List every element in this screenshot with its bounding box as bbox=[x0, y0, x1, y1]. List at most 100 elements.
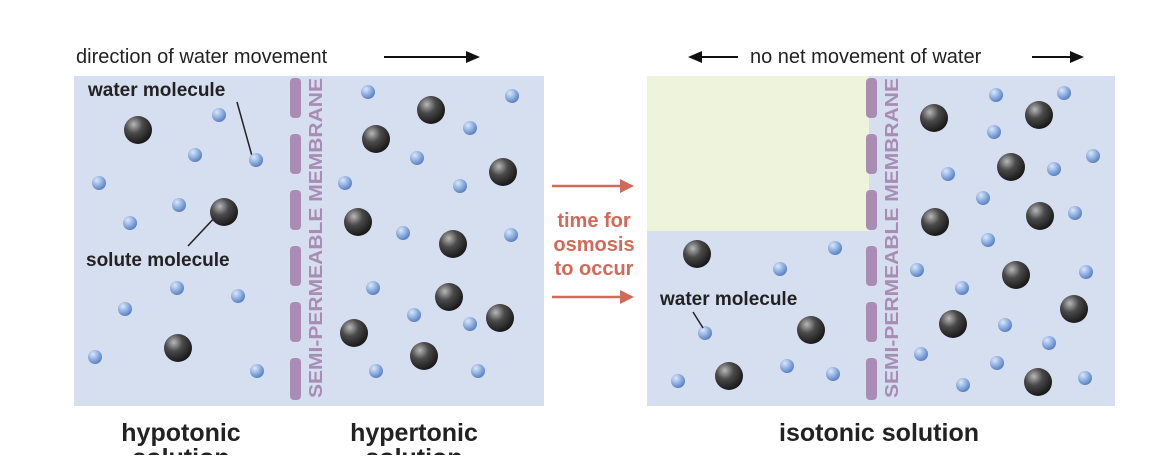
solute-molecule bbox=[164, 334, 192, 362]
hypotonic-label: hypotonic bbox=[121, 419, 241, 447]
right-water-pointer-line bbox=[692, 311, 704, 329]
water-molecule bbox=[92, 176, 106, 190]
osmosis-label-line1: time for bbox=[557, 210, 631, 232]
right-membrane: SEMI-PERMEABLE MEMBRANE bbox=[866, 78, 902, 400]
water-molecule bbox=[170, 281, 184, 295]
osmosis-label-line3: to occur bbox=[555, 258, 634, 280]
water-molecule bbox=[1086, 149, 1100, 163]
solute-molecule bbox=[124, 116, 152, 144]
water-molecule bbox=[463, 317, 477, 331]
water-molecule bbox=[976, 191, 990, 205]
water-molecule bbox=[407, 308, 421, 322]
water-molecule bbox=[1079, 265, 1093, 279]
water-molecule bbox=[453, 179, 467, 193]
water-molecule bbox=[249, 153, 263, 167]
right-water-label: water molecule bbox=[659, 289, 797, 310]
solute-molecule bbox=[1002, 261, 1030, 289]
left-arrow-icon bbox=[688, 51, 738, 63]
water-molecule bbox=[671, 374, 685, 388]
left-water-label: water molecule bbox=[87, 80, 225, 101]
solute-molecule bbox=[1060, 295, 1088, 323]
water-molecule bbox=[981, 233, 995, 247]
solute-molecule bbox=[489, 158, 517, 186]
water-pointer-line bbox=[236, 101, 253, 157]
water-molecule bbox=[505, 89, 519, 103]
water-molecule bbox=[123, 216, 137, 230]
water-molecule bbox=[172, 198, 186, 212]
water-molecule bbox=[1057, 86, 1071, 100]
water-molecule bbox=[366, 281, 380, 295]
water-molecule bbox=[212, 108, 226, 122]
water-molecule bbox=[463, 121, 477, 135]
water-molecule bbox=[188, 148, 202, 162]
water-molecule bbox=[910, 263, 924, 277]
solute-molecule bbox=[797, 316, 825, 344]
water-molecule bbox=[698, 326, 712, 340]
water-molecule bbox=[250, 364, 264, 378]
water-molecule bbox=[941, 167, 955, 181]
lower-red-arrow-icon bbox=[552, 290, 634, 304]
water-molecule bbox=[1047, 162, 1061, 176]
water-molecule bbox=[1068, 206, 1082, 220]
solute-molecule bbox=[340, 319, 368, 347]
crop-mask bbox=[60, 455, 580, 470]
hypertonic-molecules bbox=[338, 85, 519, 378]
solute-molecule bbox=[344, 208, 372, 236]
water-molecule bbox=[396, 226, 410, 240]
left-compartment-molecules bbox=[671, 240, 842, 390]
water-molecule bbox=[780, 359, 794, 373]
upper-red-arrow-icon bbox=[552, 179, 634, 193]
water-molecule bbox=[956, 378, 970, 392]
solute-molecule bbox=[683, 240, 711, 268]
water-molecule bbox=[118, 302, 132, 316]
osmosis-transition: time for osmosis to occur bbox=[552, 179, 635, 304]
right-membrane-label: SEMI-PERMEABLE MEMBRANE bbox=[881, 78, 902, 398]
solute-molecule bbox=[362, 125, 390, 153]
water-molecule bbox=[410, 151, 424, 165]
water-molecule bbox=[504, 228, 518, 242]
water-molecule bbox=[773, 262, 787, 276]
right-compartment-molecules bbox=[910, 86, 1100, 396]
hypertonic-label: hypertonic bbox=[350, 419, 478, 447]
water-molecule bbox=[990, 356, 1004, 370]
solute-molecule bbox=[417, 96, 445, 124]
water-molecule bbox=[914, 347, 928, 361]
water-molecule bbox=[987, 125, 1001, 139]
left-panel: SEMI-PERMEABLE MEMBRANE direction of wat… bbox=[60, 46, 580, 472]
water-molecule bbox=[955, 281, 969, 295]
solute-molecule bbox=[486, 304, 514, 332]
solute-molecule bbox=[920, 104, 948, 132]
right-direction-label: no net movement of water bbox=[750, 46, 982, 68]
solute-molecule bbox=[1026, 202, 1054, 230]
solute-molecule bbox=[1024, 368, 1052, 396]
solute-molecule bbox=[439, 230, 467, 258]
osmosis-label-line2: osmosis bbox=[553, 234, 634, 256]
water-molecule bbox=[231, 289, 245, 303]
hypotonic-molecules bbox=[88, 108, 264, 378]
water-molecule bbox=[471, 364, 485, 378]
water-molecule bbox=[998, 318, 1012, 332]
water-molecule bbox=[361, 85, 375, 99]
water-molecule bbox=[826, 367, 840, 381]
right-air-area bbox=[647, 76, 869, 231]
solute-molecule bbox=[715, 362, 743, 390]
solute-molecule bbox=[435, 283, 463, 311]
right-panel: no net movement of water SEMI-PERMEABLE … bbox=[647, 46, 1115, 447]
water-molecule bbox=[1042, 336, 1056, 350]
right-arrow-icon bbox=[384, 51, 480, 63]
left-solute-label: solute molecule bbox=[86, 250, 230, 271]
solute-molecule bbox=[410, 342, 438, 370]
water-molecule bbox=[338, 176, 352, 190]
water-molecule bbox=[1078, 371, 1092, 385]
solute-molecule bbox=[921, 208, 949, 236]
left-direction-label: direction of water movement bbox=[76, 46, 328, 68]
water-molecule bbox=[989, 88, 1003, 102]
water-molecule bbox=[369, 364, 383, 378]
solute-molecule bbox=[1025, 101, 1053, 129]
water-molecule bbox=[88, 350, 102, 364]
left-membrane-label: SEMI-PERMEABLE MEMBRANE bbox=[305, 78, 326, 398]
solute-molecule bbox=[997, 153, 1025, 181]
water-molecule bbox=[828, 241, 842, 255]
